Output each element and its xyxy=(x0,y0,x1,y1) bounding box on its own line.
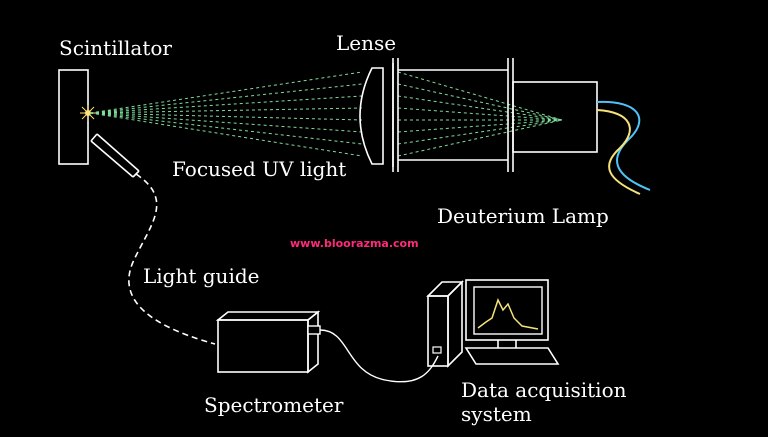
scintillation-spark-icon xyxy=(80,105,96,121)
spectrum-trace xyxy=(477,298,539,330)
label-spectrometer: Spectrometer xyxy=(204,393,344,417)
lamp-cable-yellow xyxy=(596,109,641,195)
uv-beam-ray xyxy=(89,112,363,145)
daq-monitor xyxy=(464,279,560,365)
spectrometer-daq-cable xyxy=(319,329,439,383)
deuterium-lamp-box xyxy=(512,81,598,153)
lamp-uv-beam xyxy=(397,71,563,157)
lamp-cable-blue xyxy=(596,100,651,191)
label-lense: Lense xyxy=(336,31,397,55)
uv-beam-ray xyxy=(89,95,363,114)
uv-beam-ray xyxy=(89,83,363,114)
lamp-beam-ray xyxy=(397,119,563,157)
lamp-beam-ray xyxy=(397,119,563,133)
lamp-beam-ray xyxy=(397,83,563,121)
lamp-beam-ray xyxy=(397,95,563,121)
fiber-connector xyxy=(90,133,140,178)
lamp-beam-ray xyxy=(397,71,563,121)
watermark: www.bloorazma.com xyxy=(290,237,419,250)
label-deuterium-lamp: Deuterium Lamp xyxy=(437,204,609,228)
label-focused-uv-light: Focused UV light xyxy=(172,157,347,181)
daq-tower xyxy=(426,280,464,368)
label-daq-line1: Data acquisition xyxy=(461,378,627,402)
lamp-housing-tube xyxy=(392,58,514,172)
label-daq-line2: system xyxy=(461,402,532,426)
uv-beam-ray xyxy=(89,112,363,121)
uv-beam-ray xyxy=(89,112,363,133)
uv-beam-ray xyxy=(89,71,363,114)
label-light-guide: Light guide xyxy=(143,264,260,288)
uv-beam-ray xyxy=(89,107,363,114)
label-scintillator: Scintillator xyxy=(59,36,172,60)
light-guide-fiber xyxy=(128,173,216,345)
focused-uv-beam xyxy=(89,71,363,157)
lens xyxy=(359,67,384,165)
lamp-beam-ray xyxy=(397,119,563,145)
uv-beam-ray xyxy=(89,112,363,157)
spectrometer-box xyxy=(215,310,321,374)
lamp-beam-ray xyxy=(397,107,563,121)
